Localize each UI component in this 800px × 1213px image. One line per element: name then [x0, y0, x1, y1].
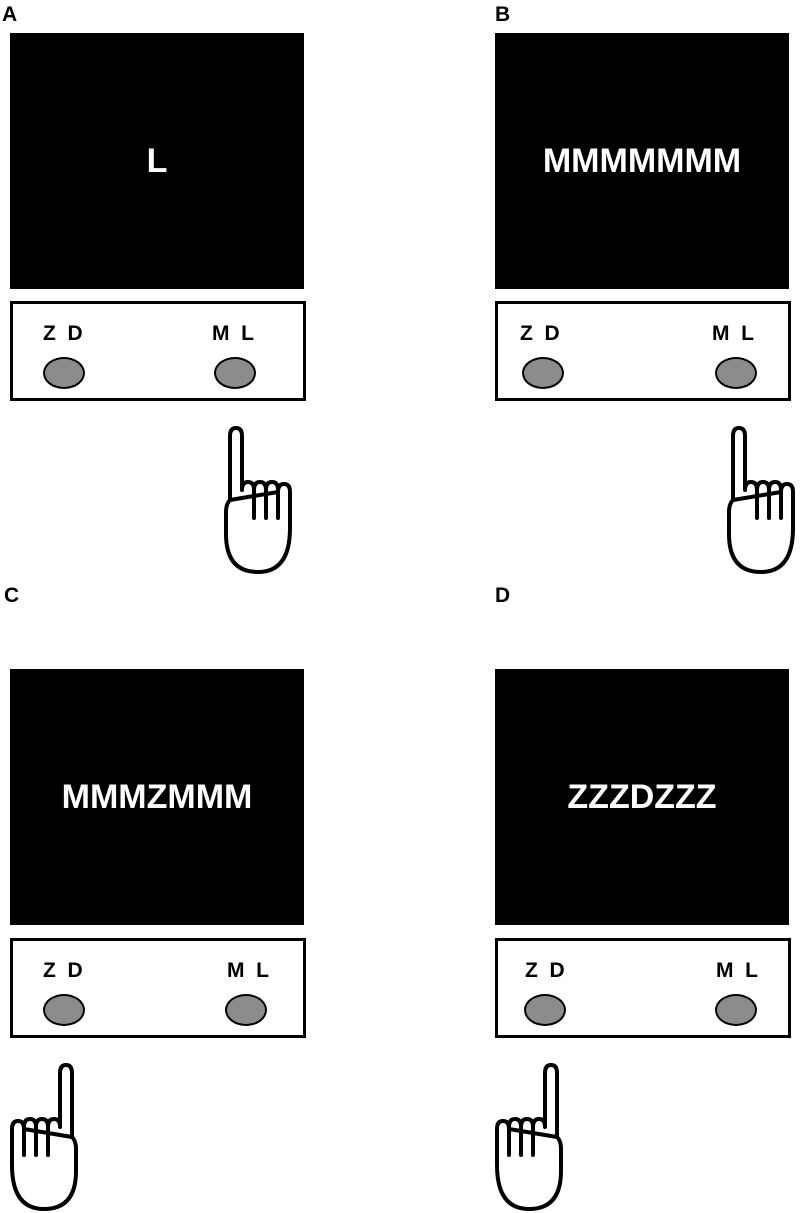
pointing-hand-icon	[10, 1063, 78, 1211]
stimulus-text: L	[146, 141, 168, 180]
right-key-labels: M L	[716, 959, 758, 982]
left-response-button[interactable]	[43, 994, 85, 1026]
stimulus-screen: MMMZMMM	[10, 669, 304, 925]
panel-b: B MMMMMMM Z D M L	[485, 0, 795, 590]
right-key-labels: M L	[712, 322, 754, 345]
pointing-hand-icon	[224, 426, 292, 574]
left-key-labels: Z D	[43, 322, 83, 345]
left-key-labels: Z D	[525, 959, 565, 982]
right-key-labels: M L	[212, 322, 254, 345]
panel-c: C MMMZMMM Z D M L	[0, 583, 310, 1211]
pointing-hand-icon	[495, 1063, 563, 1211]
panel-d: D ZZZDZZZ Z D M L	[485, 583, 795, 1211]
response-box: Z D M L	[495, 938, 791, 1038]
pointing-hand-icon	[727, 426, 795, 574]
stimulus-text: ZZZDZZZ	[567, 777, 717, 816]
right-key-labels: M L	[227, 959, 269, 982]
stimulus-screen: L	[10, 33, 304, 289]
left-key-labels: Z D	[520, 322, 560, 345]
stimulus-screen: ZZZDZZZ	[495, 669, 789, 925]
response-box: Z D M L	[10, 938, 306, 1038]
stimulus-screen: MMMMMMM	[495, 33, 789, 289]
response-box: Z D M L	[10, 301, 306, 401]
left-response-button[interactable]	[43, 357, 85, 389]
panel-label: D	[495, 584, 511, 607]
right-response-button[interactable]	[225, 994, 267, 1026]
left-response-button[interactable]	[522, 357, 564, 389]
left-response-button[interactable]	[524, 994, 566, 1026]
panel-a: A L Z D M L	[0, 0, 310, 590]
left-key-labels: Z D	[43, 959, 83, 982]
response-box: Z D M L	[495, 301, 791, 401]
panel-label: C	[4, 584, 20, 607]
panel-label: A	[2, 3, 18, 26]
right-response-button[interactable]	[715, 357, 757, 389]
right-response-button[interactable]	[715, 994, 757, 1026]
stimulus-text: MMMZMMM	[61, 777, 253, 816]
panel-label: B	[495, 3, 511, 26]
right-response-button[interactable]	[214, 357, 256, 389]
stimulus-text: MMMMMMM	[542, 141, 742, 180]
